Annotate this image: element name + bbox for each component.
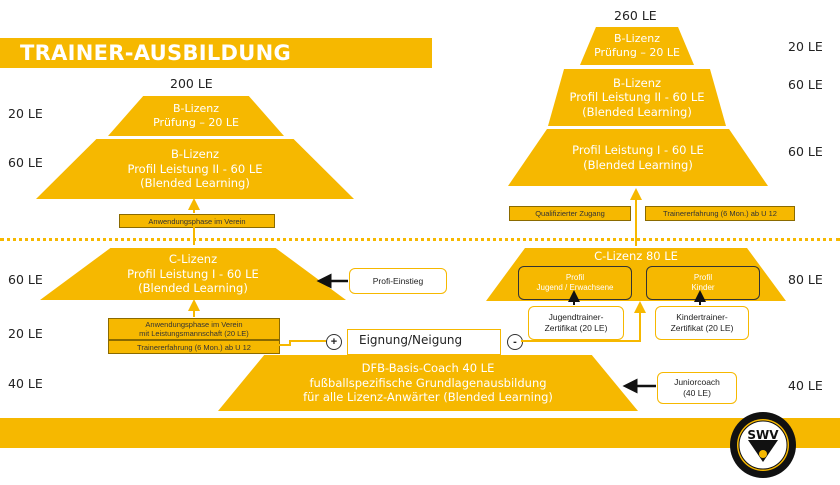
profi-einstieg-box: Profi-Einstieg	[349, 268, 447, 294]
right-b-profil1-line1: Profil Leistung I - 60 LE	[572, 143, 704, 158]
right-b-profil2-line2: Profil Leistung II - 60 LE	[569, 90, 705, 105]
left-le-label-4: 20 LE	[8, 326, 43, 341]
left-le-label-2: 60 LE	[8, 155, 43, 170]
kindertrainer-zertifikat: Kindertrainer- Zertifikat (20 LE)	[655, 306, 749, 340]
divider-line	[0, 238, 840, 241]
left-b-pruefung-line2: Prüfung – 20 LE	[153, 116, 239, 129]
left-anwendungsphase-verein: Anwendungsphase im Verein	[119, 214, 275, 228]
kindertrainer-line2: Zertifikat (20 LE)	[670, 323, 734, 333]
right-c-lizenz: C-Lizenz 80 LE	[486, 248, 786, 301]
jugendtrainer-zertifikat: Jugendtrainer- Zertifikat (20 LE)	[528, 306, 624, 340]
title-banner	[0, 38, 432, 68]
jugendtrainer-line2: Zertifikat (20 LE)	[544, 323, 608, 333]
left-b-profil-line2: Profil Leistung II - 60 LE	[127, 161, 263, 176]
left-c-lizenz-line2: Profil Leistung I - 60 LE	[127, 266, 259, 281]
right-b-profil2-line3: (Blended Learning)	[582, 104, 692, 119]
right-b-lizenz-pruefung: B-Lizenz Prüfung – 20 LE	[580, 27, 694, 65]
kindertrainer-line1: Kindertrainer-	[676, 312, 728, 323]
right-b-pruefung-line2: Prüfung – 20 LE	[594, 46, 680, 59]
dfb-basis-coach: DFB-Basis-Coach 40 LE fußballspezifische…	[218, 355, 638, 411]
profil-kinder-line1: Profil	[693, 272, 713, 282]
profil-jugend-line2: Jugend / Erwachsene	[536, 283, 614, 292]
right-b-lizenz-profil1: Profil Leistung I - 60 LE (Blended Learn…	[508, 129, 768, 186]
right-b-profil1-line2: (Blended Learning)	[583, 157, 693, 172]
jugendtrainer-line1: Jugendtrainer-	[548, 312, 604, 323]
left-c-lizenz-line3: (Blended Learning)	[138, 281, 248, 296]
eignung-label: Eignung/Neigung	[359, 333, 463, 347]
right-le-label-2: 60 LE	[788, 77, 823, 92]
right-le-label-4: 80 LE	[788, 272, 823, 287]
left-anwendungsphase-leistung: Anwendungsphase im Verein mit Leistungsm…	[108, 318, 280, 340]
left-total-le: 200 LE	[170, 76, 213, 91]
dfb-line1: DFB-Basis-Coach 40 LE	[361, 361, 495, 376]
page-title: TRAINER-AUSBILDUNG	[20, 41, 292, 65]
left-le-label-3: 60 LE	[8, 272, 43, 287]
left-b-lizenz-profil: B-Lizenz Profil Leistung II - 60 LE (Ble…	[36, 139, 354, 199]
left-anwendung-leistung-line2: mit Leistungsmannschaft (20 LE)	[139, 329, 249, 338]
profil-jugend-line1: Profil	[565, 272, 585, 282]
bottom-bar	[0, 418, 840, 448]
right-le-label-1: 20 LE	[788, 39, 823, 54]
juniorcoach-line1: Juniorcoach	[674, 377, 720, 388]
minus-connector	[521, 322, 641, 342]
right-b-profil2-line1: B-Lizenz	[612, 75, 662, 90]
right-c-lizenz-title: C-Lizenz 80 LE	[594, 249, 678, 263]
left-le-label-5: 40 LE	[8, 376, 43, 391]
logo-emblem: SWV	[730, 412, 796, 478]
qualifizierter-zugang: Qualifizierter Zugang	[509, 206, 631, 221]
plus-connector	[278, 340, 326, 346]
right-trainererfahrung: Trainererfahrung (6 Mon.) ab U 12	[645, 206, 795, 221]
left-trainererfahrung: Trainererfahrung (6 Mon.) ab U 12	[108, 340, 280, 354]
right-le-label-5: 40 LE	[788, 378, 823, 393]
logo: SWV	[728, 410, 798, 480]
plus-circle: +	[326, 334, 342, 350]
svg-text:SWV: SWV	[747, 428, 779, 442]
left-b-profil-line1: B-Lizenz	[170, 147, 220, 162]
left-b-profil-line3: (Blended Learning)	[140, 176, 250, 191]
left-b-pruefung-line1: B-Lizenz	[173, 102, 219, 116]
left-le-label-1: 20 LE	[8, 106, 43, 121]
eignung-box	[347, 329, 501, 355]
right-b-pruefung-line1: B-Lizenz	[614, 32, 660, 46]
right-le-label-3: 60 LE	[788, 144, 823, 159]
left-c-lizenz-line1: C-Lizenz	[168, 252, 218, 267]
dfb-line3: für alle Lizenz-Anwärter (Blended Learni…	[303, 390, 553, 405]
right-b-lizenz-profil2: B-Lizenz Profil Leistung II - 60 LE (Ble…	[548, 69, 726, 126]
dfb-line2: fußballspezifische Grundlagenausbildung	[309, 375, 547, 390]
juniorcoach-line2: (40 LE)	[683, 388, 711, 398]
juniorcoach-box: Juniorcoach (40 LE)	[657, 372, 737, 404]
profil-kinder-line2: Kinder	[691, 283, 715, 292]
right-total-le: 260 LE	[614, 8, 657, 23]
left-anwendung-leistung-line1: Anwendungsphase im Verein	[145, 320, 243, 329]
